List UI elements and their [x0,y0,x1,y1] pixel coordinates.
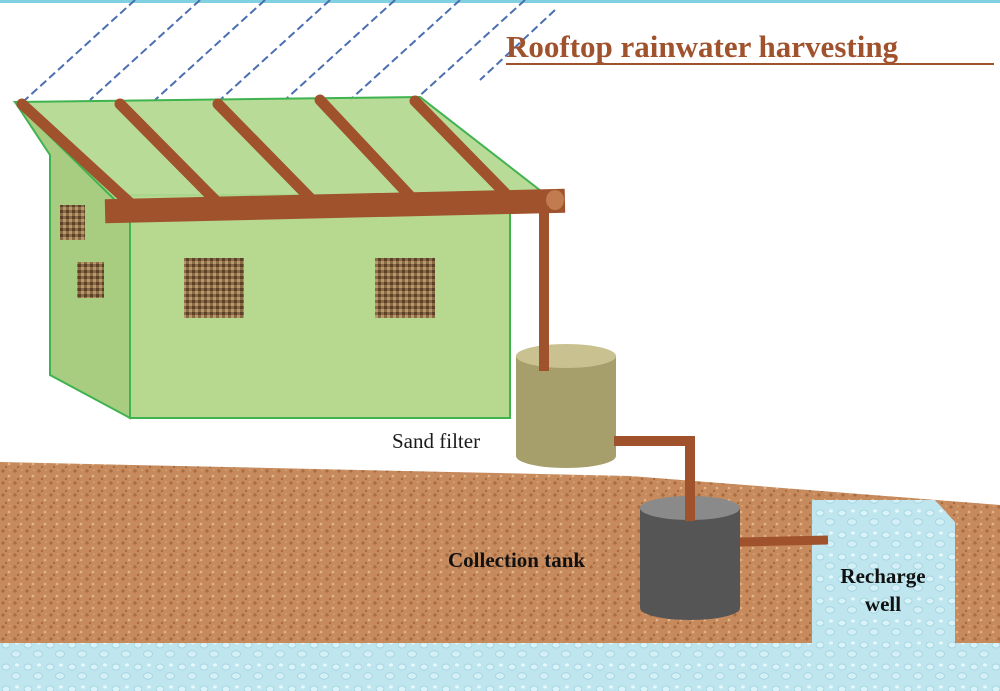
roof-gutter [104,188,566,224]
front-window [184,258,244,318]
soil-layer [0,462,1000,691]
groundwater-aquifer [0,643,1000,691]
tank-inlet-pipe [685,441,695,521]
rain-line [24,0,136,101]
rain-line [154,0,266,101]
sand-filter-label: Sand filter [392,429,480,453]
rain-line [414,0,526,101]
rain-line [219,0,331,101]
downpipe-inlet [539,206,549,371]
roof-rafters [16,94,511,209]
tank-to-well-pipe [739,535,829,547]
rain-line [349,0,461,101]
rafter [314,94,416,202]
side-window [77,262,104,298]
rain-line [89,0,201,101]
rain-lines [24,0,556,101]
sand-filter [516,344,616,468]
rain-line [479,9,556,81]
diagram-title: Rooftop rainwater harvesting [506,29,899,64]
rafter [114,98,221,206]
collection-tank-label: Collection tank [448,548,585,572]
rafter [409,95,511,199]
rafter [16,98,136,209]
rafter [212,98,316,204]
rain-line [284,0,396,101]
recharge-well-label-line1: Recharge [840,564,925,588]
recharge-well-label-line2: well [865,592,901,616]
front-window [375,258,435,318]
recharge-well [812,500,955,645]
side-window [60,205,85,240]
gutter-end [546,190,564,210]
